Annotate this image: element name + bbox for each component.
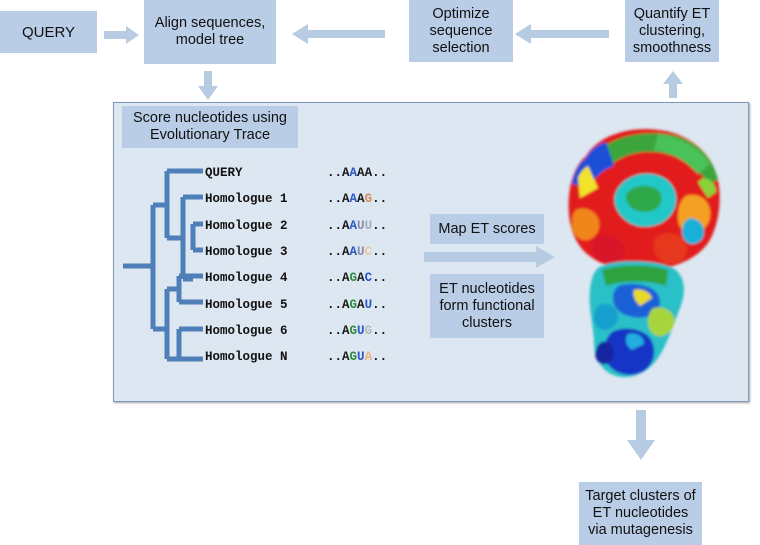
- sequence-fragment: ..AGUG..: [327, 322, 387, 340]
- nucleotide: A: [342, 323, 350, 338]
- sequence-name: Homologue 2: [205, 218, 288, 233]
- nucleotide: C: [364, 271, 373, 286]
- sequence-fragment: ..AGAC..: [327, 269, 387, 287]
- nucleotide: A: [342, 350, 350, 365]
- sequence-dots-after: ..: [372, 166, 388, 180]
- nucleotide: G: [349, 297, 358, 312]
- sequence-dots-after: ..: [372, 192, 388, 207]
- target-clusters-box: Target clusters of ET nucleotides via mu…: [579, 482, 702, 545]
- score-nucleotides-box: Score nucleotides using Evolutionary Tra…: [122, 106, 298, 148]
- sequence-name: QUERY: [205, 166, 243, 180]
- optimize-selection-box: Optimize sequence selection: [409, 0, 513, 62]
- sequence-alignment: QUERY..AAAA..Homologue 1..AAAG..Homologu…: [205, 162, 425, 372]
- arrow-panel-to-quantify: [663, 71, 683, 98]
- sequence-dots-before: ..: [327, 297, 343, 312]
- nucleotide: A: [342, 166, 350, 180]
- arrow-map-scores: [424, 246, 555, 268]
- nucleotide: C: [364, 244, 373, 259]
- nucleotide: U: [357, 350, 365, 365]
- nucleotide: A: [357, 192, 365, 207]
- sequence-dots-before: ..: [327, 350, 343, 365]
- quantify-et-box: Quantify ET clustering, smoothness: [625, 0, 719, 62]
- nucleotide: A: [342, 218, 350, 233]
- arrow-panel-to-target: [627, 410, 655, 460]
- nucleotide: A: [349, 192, 358, 207]
- align-sequences-box: Align sequences, model tree: [144, 0, 276, 64]
- map-et-scores-box: Map ET scores: [430, 214, 544, 244]
- nucleotide: A: [342, 271, 350, 286]
- sequence-name: Homologue N: [205, 350, 288, 365]
- nucleotide: G: [349, 271, 358, 286]
- sequence-dots-after: ..: [372, 297, 388, 312]
- nucleotide: A: [349, 166, 358, 180]
- nucleotide: A: [357, 271, 365, 286]
- sequence-fragment: ..AAUU..: [327, 217, 387, 235]
- sequence-dots-before: ..: [327, 323, 343, 338]
- query-box: QUERY: [0, 11, 97, 53]
- nucleotide: A: [364, 166, 373, 180]
- sequence-dots-after: ..: [372, 218, 388, 233]
- sequence-dots-after: ..: [372, 323, 388, 338]
- nucleotide: A: [349, 244, 358, 259]
- sequence-dots-before: ..: [327, 192, 343, 207]
- nucleotide: A: [364, 350, 373, 365]
- arrow-optimize-to-align: [292, 24, 385, 44]
- sequence-dots-after: ..: [372, 271, 388, 286]
- nucleotide: A: [357, 166, 365, 180]
- arrow-query-to-align: [104, 26, 139, 44]
- sequence-name: Homologue 5: [205, 297, 288, 312]
- sequence-name: Homologue 3: [205, 244, 288, 259]
- arrow-quantify-to-optimize: [515, 24, 609, 44]
- nucleotide: U: [357, 244, 365, 259]
- sequence-fragment: ..AGAU..: [327, 296, 387, 314]
- nucleotide: G: [364, 323, 373, 338]
- sequence-dots-after: ..: [372, 350, 388, 365]
- sequence-dots-before: ..: [327, 218, 343, 233]
- nucleotide: A: [357, 297, 365, 312]
- sequence-fragment: ..AAAG..: [327, 190, 387, 208]
- nucleotide: A: [349, 218, 358, 233]
- nucleotide: G: [349, 350, 358, 365]
- sequence-name: Homologue 1: [205, 192, 288, 207]
- sequence-fragment: ..AGUA..: [327, 348, 387, 366]
- nucleotide: G: [349, 323, 358, 338]
- arrow-align-to-score: [198, 71, 218, 100]
- sequence-fragment: ..AAUC..: [327, 243, 387, 261]
- sequence-name: Homologue 4: [205, 271, 288, 286]
- sequence-dots-before: ..: [327, 244, 343, 259]
- sequence-name: Homologue 6: [205, 323, 288, 338]
- functional-clusters-box: ET nucleotides form functional clusters: [430, 274, 544, 338]
- sequence-fragment: ..AAAA..: [327, 164, 387, 182]
- nucleotide: U: [357, 323, 365, 338]
- sequence-dots-before: ..: [327, 166, 343, 180]
- sequence-dots-after: ..: [372, 244, 388, 259]
- rna-surface-structure: [568, 129, 720, 378]
- nucleotide: G: [364, 192, 373, 207]
- nucleotide: A: [342, 297, 350, 312]
- nucleotide: A: [342, 192, 350, 207]
- nucleotide: U: [357, 218, 365, 233]
- phylogenetic-tree: [123, 168, 203, 362]
- nucleotide: A: [342, 244, 350, 259]
- nucleotide: U: [364, 297, 373, 312]
- sequence-dots-before: ..: [327, 271, 343, 286]
- nucleotide: U: [364, 218, 373, 233]
